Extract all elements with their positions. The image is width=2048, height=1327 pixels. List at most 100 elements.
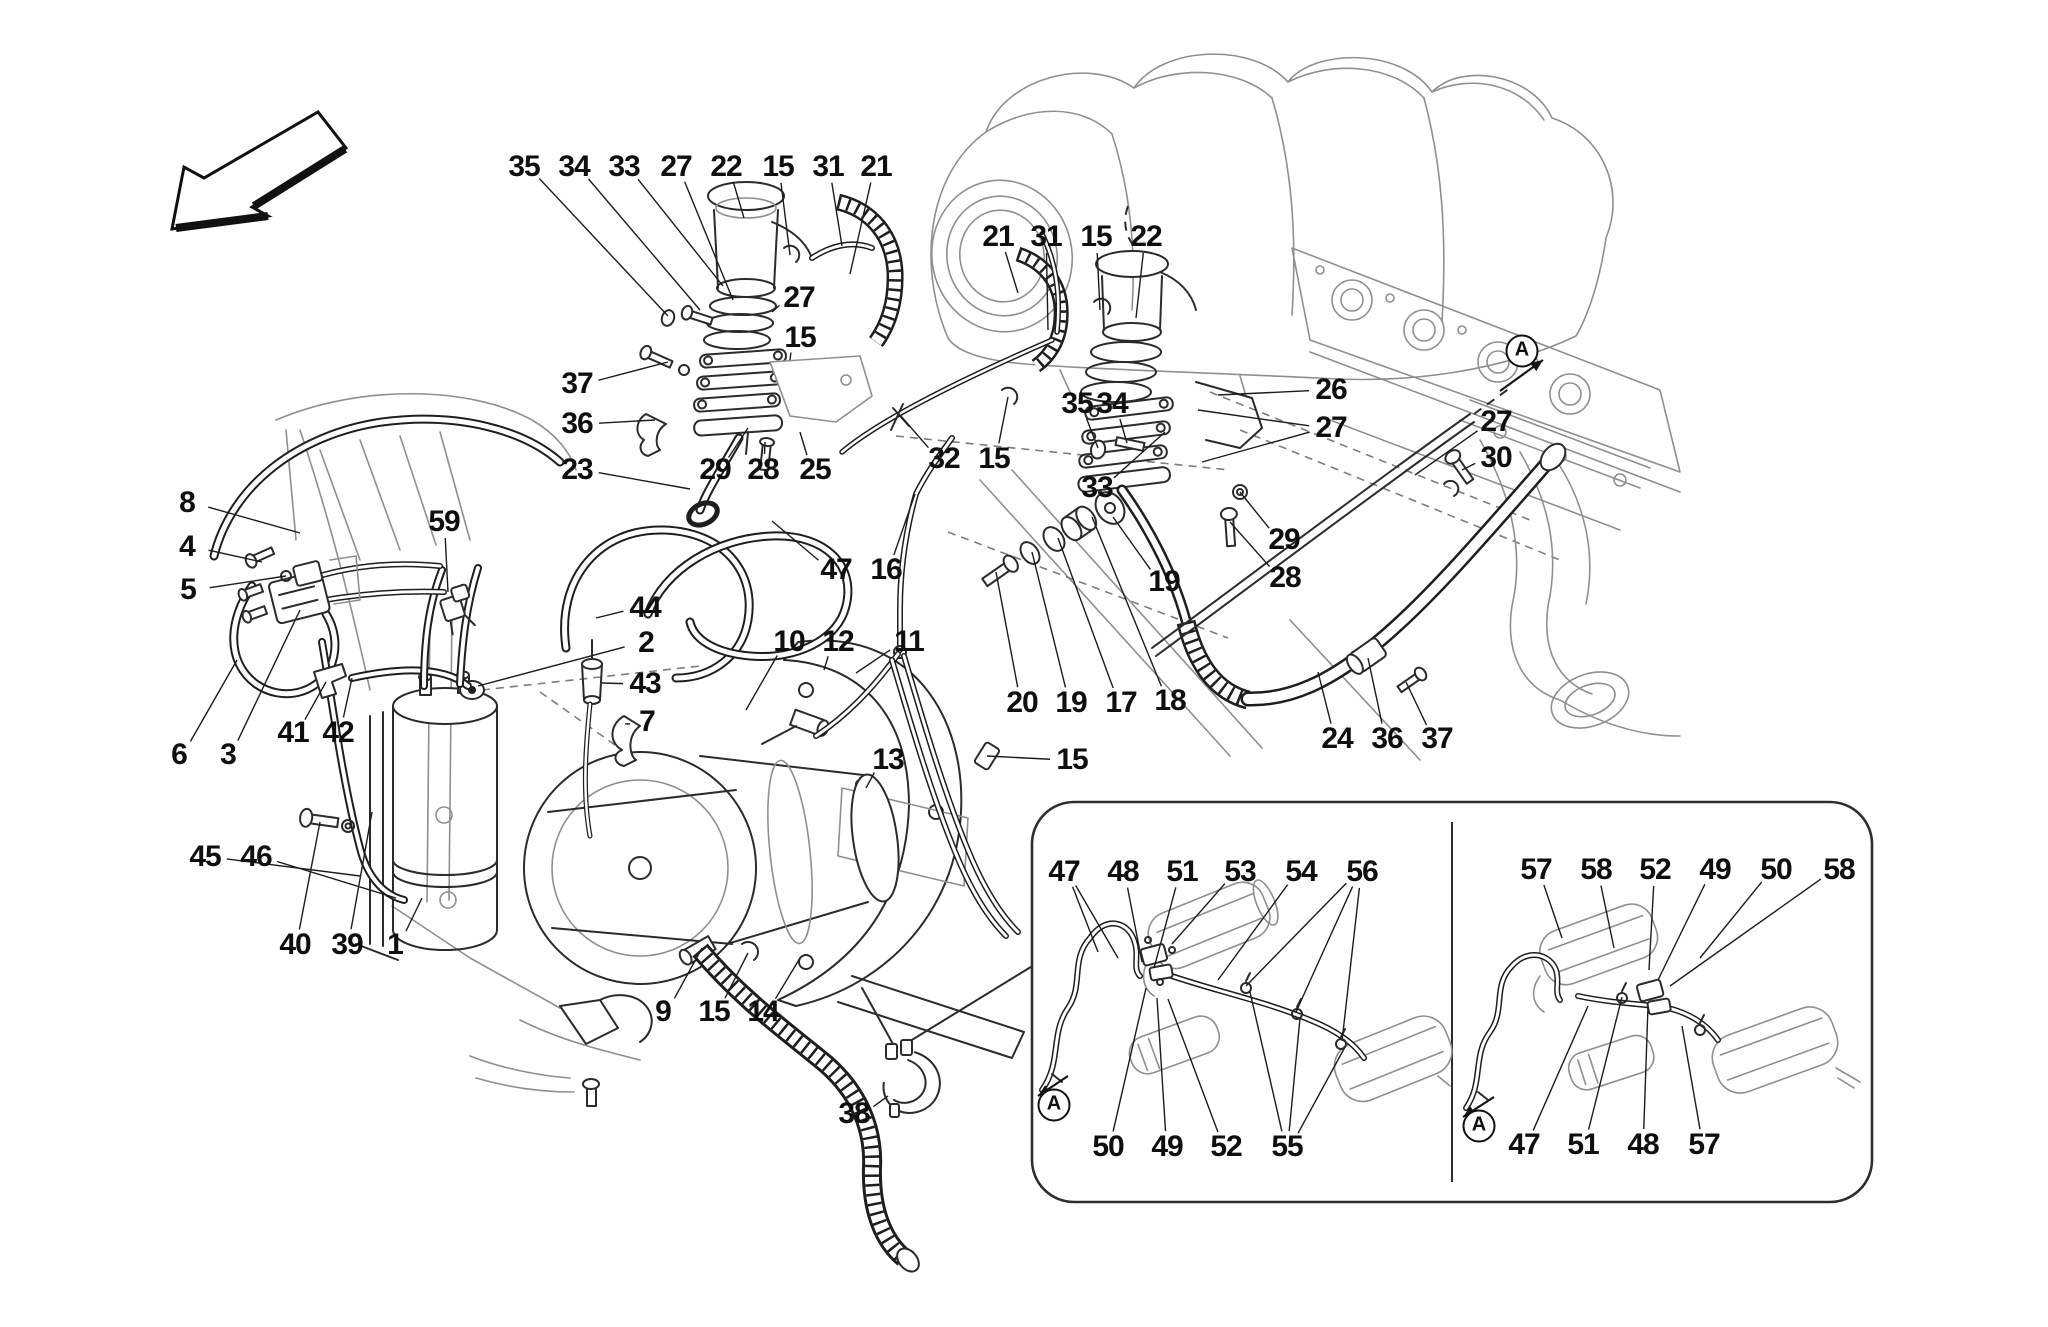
part-number-10: 10 [773, 625, 805, 658]
air-delivery-pipe-24 [1176, 442, 1567, 710]
part-number-23: 23 [561, 453, 593, 486]
part-number-51: 51 [1166, 855, 1198, 888]
part-number-15: 15 [784, 321, 816, 354]
part-number-53: 53 [1224, 855, 1256, 888]
part-number-24: 24 [1321, 722, 1353, 755]
corrugated-hose-14 [692, 899, 1141, 1273]
part-number-36: 36 [1371, 722, 1403, 755]
part-number-56: 56 [1346, 855, 1378, 888]
part-number-31: 31 [812, 150, 844, 183]
part-number-34: 34 [558, 150, 590, 183]
part-number-13: 13 [872, 743, 904, 776]
part-number-50: 50 [1092, 1130, 1124, 1163]
pulse-air-valve-left [636, 181, 873, 528]
corrugated-hose-right [839, 231, 1069, 455]
orientation-arrow-icon [170, 110, 349, 232]
part-number-19: 19 [1148, 565, 1180, 598]
part-number-15: 15 [1056, 743, 1088, 776]
inset-panel [1030, 800, 1874, 1204]
part-number-55: 55 [1271, 1130, 1303, 1163]
part-number-19: 19 [1055, 686, 1087, 719]
part-number-52: 52 [1210, 1130, 1242, 1163]
part-number-54: 54 [1285, 855, 1317, 888]
part-number-11: 11 [894, 625, 925, 658]
part-number-3: 3 [220, 738, 237, 771]
part-number-33: 33 [1081, 471, 1113, 504]
part-number-4: 4 [179, 530, 196, 563]
part-number-31: 31 [1030, 220, 1062, 253]
part-number-22: 22 [1130, 220, 1162, 253]
part-number-57: 57 [1520, 853, 1552, 886]
part-number-36: 36 [561, 407, 593, 440]
part-number-39: 39 [331, 928, 363, 961]
part-number-58: 58 [1580, 853, 1612, 886]
part-number-6: 6 [171, 738, 188, 771]
part-number-47: 47 [1508, 1128, 1540, 1161]
part-number-26: 26 [1315, 373, 1347, 406]
part-number-18: 18 [1154, 684, 1186, 717]
part-number-7: 7 [639, 705, 656, 738]
part-number-37: 37 [561, 367, 593, 400]
part-number-27: 27 [783, 281, 815, 314]
cam-cover [1209, 247, 1681, 561]
part-number-30: 30 [1480, 441, 1512, 474]
part-number-27: 27 [1480, 405, 1512, 438]
part-number-12: 12 [822, 625, 854, 658]
part-number-16: 16 [870, 553, 902, 586]
part-number-21: 21 [860, 150, 892, 183]
part-number-41: 41 [277, 716, 309, 749]
part-number-47: 47 [1048, 855, 1080, 888]
part-number-14: 14 [747, 995, 779, 1028]
part-number-40: 40 [279, 928, 311, 961]
part-number-25: 25 [799, 453, 831, 486]
part-number-52: 52 [1639, 853, 1671, 886]
part-number-42: 42 [322, 716, 354, 749]
exhaust-manifold [1459, 399, 1681, 737]
part-number-32: 32 [928, 442, 960, 475]
part-number-29: 29 [699, 453, 731, 486]
pulse-air-valve-right [1077, 205, 1263, 634]
part-number-5: 5 [180, 573, 197, 606]
part-number-37: 37 [1421, 722, 1453, 755]
part-number-57: 57 [1688, 1128, 1720, 1161]
part-number-51: 51 [1567, 1128, 1599, 1161]
part-number-34: 34 [1096, 387, 1128, 420]
part-number-59: 59 [428, 505, 460, 538]
view-direction-marker: A [1505, 334, 1539, 368]
part-number-48: 48 [1627, 1128, 1659, 1161]
inset-left-scene [1039, 879, 1453, 1103]
part-number-48: 48 [1107, 855, 1139, 888]
part-number-22: 22 [710, 150, 742, 183]
fastener-stack [981, 491, 1126, 588]
part-number-28: 28 [1269, 561, 1301, 594]
part-number-47: 47 [820, 553, 852, 586]
part-number-15: 15 [762, 150, 794, 183]
check-rod-A [1151, 387, 1511, 657]
part-number-9: 9 [655, 995, 672, 1028]
inset-right-scene [1463, 903, 1861, 1111]
part-number-45: 45 [189, 840, 221, 873]
part-number-50: 50 [1760, 853, 1792, 886]
part-number-2: 2 [638, 626, 655, 659]
part-number-43: 43 [629, 667, 661, 700]
part-number-49: 49 [1151, 1130, 1183, 1163]
air-pump [469, 708, 900, 1107]
part-number-27: 27 [1315, 411, 1347, 444]
view-direction-marker: A [1037, 1088, 1071, 1122]
part-number-1: 1 [387, 928, 404, 961]
part-number-20: 20 [1006, 686, 1038, 719]
part-number-8: 8 [179, 486, 196, 519]
view-direction-marker: A [1462, 1109, 1496, 1143]
part-number-17: 17 [1105, 686, 1137, 719]
throttle-inlet [930, 179, 1074, 333]
part-number-15: 15 [1080, 220, 1112, 253]
part-number-35: 35 [508, 150, 540, 183]
part-number-38: 38 [838, 1097, 870, 1130]
part-number-28: 28 [747, 453, 779, 486]
part-number-44: 44 [629, 591, 661, 624]
part-number-29: 29 [1268, 523, 1300, 556]
part-number-33: 33 [608, 150, 640, 183]
